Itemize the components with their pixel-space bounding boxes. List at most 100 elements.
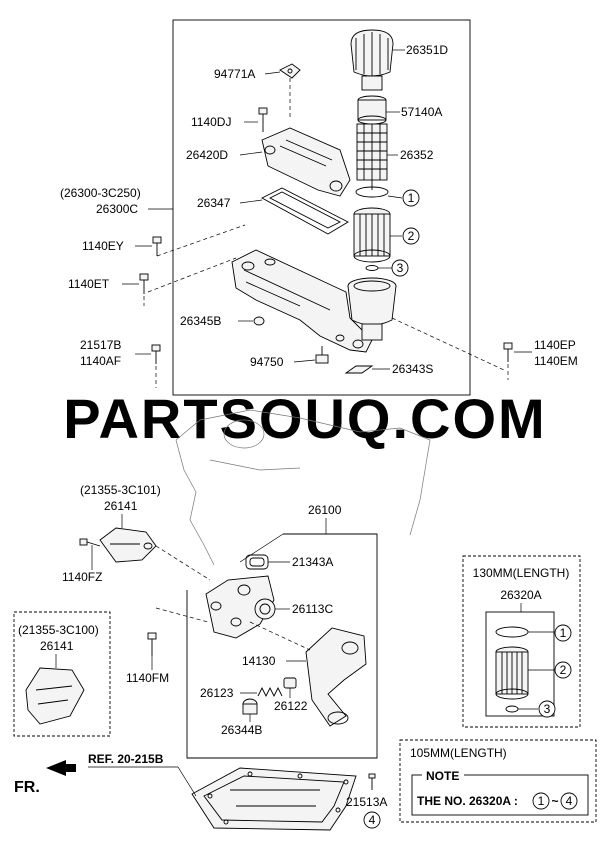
gasket-21343a[interactable] xyxy=(245,554,269,570)
relief-plunger-26122[interactable] xyxy=(283,677,297,689)
label-130mm: 130MM(LENGTH) xyxy=(473,566,570,580)
label-1140fm: 1140FM xyxy=(126,671,169,685)
plug-26345b[interactable] xyxy=(253,316,265,326)
svg-text:3: 3 xyxy=(397,261,404,275)
bolt-1140ey[interactable] xyxy=(152,236,162,256)
label-front: FR. xyxy=(14,779,40,796)
label-26344b: 26344B xyxy=(221,723,262,737)
note-text: THE NO. 26320A : xyxy=(417,794,518,808)
gasket-26347[interactable] xyxy=(261,187,349,235)
callout-circle-3 xyxy=(391,259,409,277)
oil-pressure-switch-94750[interactable] xyxy=(315,346,329,364)
svg-text:3: 3 xyxy=(544,702,551,716)
oil-pump-rotor-26113c[interactable] xyxy=(254,598,276,620)
label-1140af: 1140AF xyxy=(80,354,121,368)
callout-circle-4 xyxy=(363,811,381,829)
label-26352: 26352 xyxy=(400,148,434,162)
label-26122: 26122 xyxy=(274,699,308,713)
note-range-end xyxy=(560,792,578,810)
label-26420d: 26420D xyxy=(186,148,228,162)
o-ring-small[interactable] xyxy=(365,265,379,271)
label-26343s: 26343S xyxy=(392,362,433,376)
label-26141-upper: 26141 xyxy=(104,499,138,513)
clip-94771a[interactable] xyxy=(279,63,301,79)
label-1140fz: 1140FZ xyxy=(62,570,102,584)
bolt-1140dj[interactable] xyxy=(258,107,268,132)
callout-circle-1 xyxy=(402,189,420,207)
label-1140et: 1140ET xyxy=(68,277,110,291)
label-1140em: 1140EM xyxy=(534,354,578,368)
label-26347: 26347 xyxy=(197,196,231,210)
filter-housing-body[interactable] xyxy=(231,249,373,353)
relief-spring-26123[interactable] xyxy=(257,686,283,698)
label-26123: 26123 xyxy=(200,686,234,700)
filter-element-2[interactable] xyxy=(353,207,391,263)
label-21517b: 21517B xyxy=(80,338,121,352)
label-94771a: 94771A xyxy=(214,67,255,81)
note-range-sep: ~ xyxy=(551,794,558,808)
svg-text:1: 1 xyxy=(408,191,415,205)
bolt-1140fz[interactable] xyxy=(79,538,101,547)
label-26300c: 26300C xyxy=(96,202,138,216)
oil-filter-assembly-frame xyxy=(172,19,471,396)
svg-text:1: 1 xyxy=(538,794,545,808)
filter-130mm-inner xyxy=(485,611,555,717)
svg-text:1: 1 xyxy=(560,626,567,640)
label-26320a: 26320A xyxy=(500,588,541,602)
front-arrow-icon xyxy=(46,760,76,776)
bolt-1140fm[interactable] xyxy=(147,632,157,656)
svg-text:2: 2 xyxy=(408,229,415,243)
oil-pump-assembly-frame xyxy=(186,533,378,759)
filter-cap-26351d[interactable] xyxy=(350,29,394,91)
label-14130: 14130 xyxy=(242,654,276,668)
oil-strainer-14130[interactable] xyxy=(305,627,367,727)
label-1140dj: 1140DJ xyxy=(191,115,231,129)
bolt-1140af[interactable] xyxy=(151,344,161,364)
o-ring-130mm[interactable] xyxy=(495,626,529,638)
cover-26141-upper[interactable] xyxy=(99,527,157,563)
oil-pump-body[interactable] xyxy=(205,575,275,639)
tag-26343s[interactable] xyxy=(344,365,374,374)
callout-circle-2b xyxy=(554,661,572,679)
filter-element-130mm[interactable] xyxy=(495,646,529,700)
drain-plug-21513a[interactable] xyxy=(368,773,376,790)
alt-cover-frame xyxy=(13,611,111,737)
note-frame xyxy=(411,774,589,816)
filter-cage-26352[interactable] xyxy=(356,123,388,190)
oil-pan[interactable] xyxy=(191,767,357,831)
label-26141-lower: 26141 xyxy=(40,639,74,653)
plug-26344b[interactable] xyxy=(242,698,258,715)
o-ring-small-130mm[interactable] xyxy=(505,705,519,713)
cover-26420d[interactable] xyxy=(261,127,351,197)
label-26351d: 26351D xyxy=(406,43,448,57)
engine-block-outline xyxy=(175,409,431,566)
svg-text:4: 4 xyxy=(566,794,573,808)
svg-text:4: 4 xyxy=(369,813,376,827)
svg-text:2: 2 xyxy=(560,663,567,677)
callout-circle-2 xyxy=(402,227,420,245)
label-ref-21355-3c100: (21355-3C100) xyxy=(18,623,99,637)
label-26100: 26100 xyxy=(308,503,342,517)
callout-circle-1b xyxy=(554,624,572,642)
o-ring-upper[interactable] xyxy=(355,186,389,198)
label-21343a: 21343A xyxy=(292,555,333,569)
label-57140a: 57140A xyxy=(401,105,442,119)
label-21513a: 21513A xyxy=(346,795,387,809)
filter-130mm-frame xyxy=(462,555,581,728)
callout-circle-3b xyxy=(538,700,556,718)
filter-housing-cup[interactable] xyxy=(347,277,397,341)
cover-26141-lower[interactable] xyxy=(25,667,85,725)
label-26345b: 26345B xyxy=(180,314,221,328)
label-ref-21355-3c101: (21355-3C101) xyxy=(80,483,161,497)
bolt-1140et[interactable] xyxy=(139,273,149,294)
label-26113c: 26113C xyxy=(292,602,333,616)
label-1140ep: 1140EP xyxy=(534,338,576,352)
filter-valve-57140a[interactable] xyxy=(357,95,387,125)
label-ref-26300: (26300-3C250) xyxy=(60,186,141,200)
watermark-text: PARTSOUQ.COM xyxy=(63,387,546,450)
bolt-1140ep[interactable] xyxy=(503,342,513,362)
note-range-start xyxy=(532,792,550,810)
filter-105mm-frame xyxy=(399,739,597,823)
note-title: NOTE xyxy=(426,769,459,783)
